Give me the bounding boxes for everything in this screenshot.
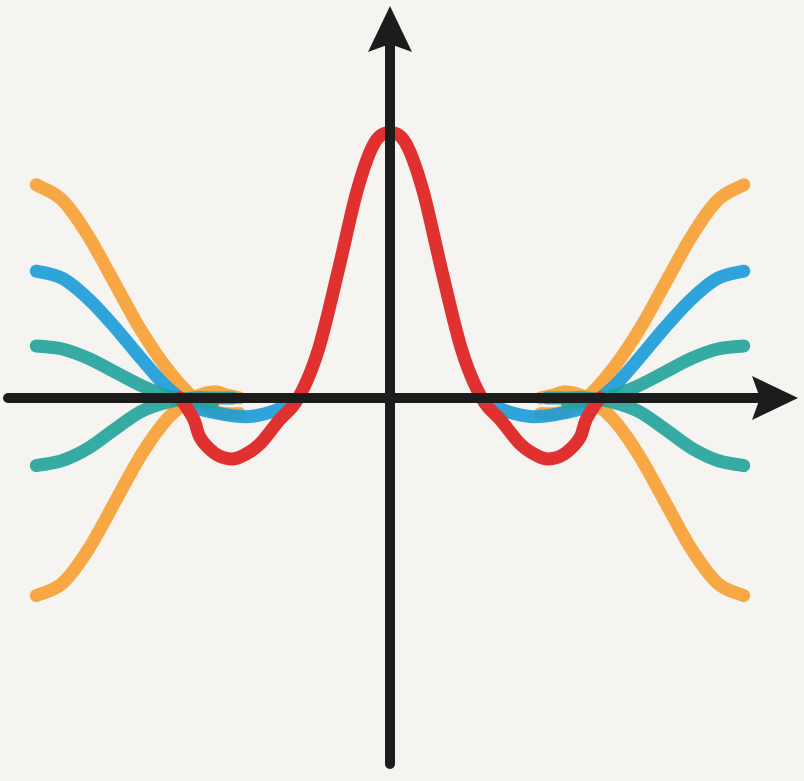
x-axis-arrowhead xyxy=(752,376,798,420)
y-axis-arrowhead xyxy=(368,6,412,52)
curve-orange-lower-right xyxy=(534,385,751,603)
curve-orange-lower xyxy=(29,385,246,603)
axes xyxy=(3,6,798,769)
